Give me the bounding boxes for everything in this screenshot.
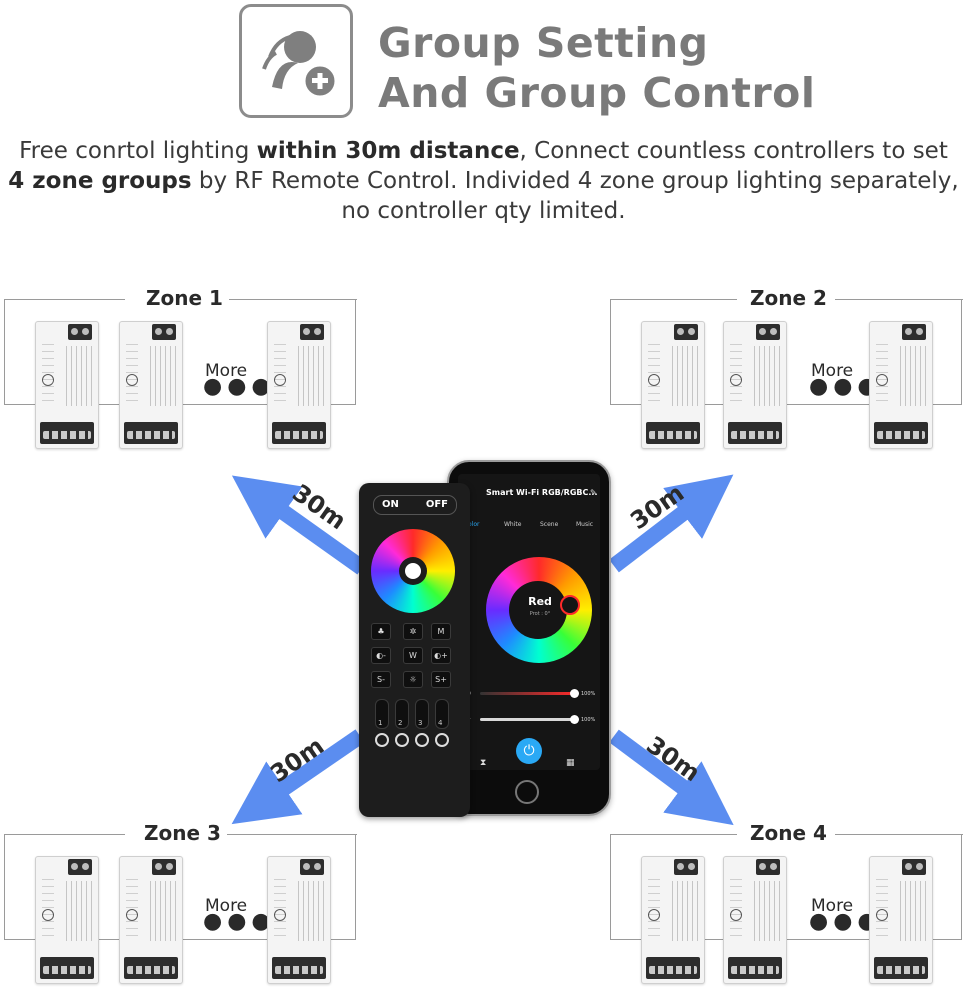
- brightness-slider[interactable]: [480, 692, 576, 695]
- zone-2-off-button[interactable]: [395, 733, 409, 747]
- controller-module: [35, 856, 99, 984]
- tab-scene[interactable]: Scene: [540, 521, 559, 528]
- zone-1-more: More: [205, 361, 248, 381]
- rf-remote: ON OFF ♣ ✲ M ◐- W ◐+ S- ☼ S+ 1 2 3 4: [359, 483, 470, 817]
- zone-3-on-button[interactable]: [415, 699, 429, 729]
- controller-module: [869, 856, 933, 984]
- zone-1-off-button[interactable]: [375, 733, 389, 747]
- wheel-center-button[interactable]: [405, 563, 421, 579]
- zone-3-off-button[interactable]: [415, 733, 429, 747]
- brightness-percent: 100%: [581, 691, 596, 697]
- zone-2-on-button[interactable]: [395, 699, 409, 729]
- zone-4-group: Zone 4 More ●●●: [610, 820, 963, 984]
- s-minus-button[interactable]: S-: [371, 671, 391, 688]
- brightness-knob[interactable]: [570, 689, 579, 698]
- desc-part-1: Free conrtol lighting: [19, 138, 257, 164]
- zone-3-more: More: [205, 896, 248, 916]
- ellipsis-icon: ●●●: [809, 909, 882, 934]
- mode-icon-button[interactable]: ♣: [371, 623, 391, 640]
- ellipsis-icon: ●●●: [203, 374, 276, 399]
- zone-4-on-button[interactable]: [435, 699, 449, 729]
- tab-white[interactable]: White: [504, 521, 522, 528]
- zone-3-group: Zone 3 More ●●●: [4, 820, 357, 984]
- zone-4-label: Zone 4: [744, 820, 833, 846]
- description: Free conrtol lighting within 30m distanc…: [0, 136, 967, 226]
- s-plus-button[interactable]: S+: [431, 671, 451, 688]
- brightness-up-button[interactable]: ◐+: [431, 647, 451, 664]
- desc-part-3: by RF Remote Control. Individed 4 zone g…: [191, 168, 959, 224]
- w-button[interactable]: W: [403, 647, 423, 664]
- smartphone: Smart Wi-Fi RGB/RGBC... olor White Scene…: [447, 460, 611, 816]
- desc-bold-1: within 30m distance: [256, 138, 520, 164]
- zone-2-more: More: [811, 361, 854, 381]
- title-line-2: And Group Control: [378, 69, 816, 117]
- controller-module: [119, 321, 183, 449]
- controller-module: [641, 856, 705, 984]
- power-button[interactable]: ⏻: [516, 738, 542, 764]
- controller-module: [723, 321, 787, 449]
- zone-3-label: Zone 3: [138, 820, 227, 846]
- color-wheel-center: [509, 581, 567, 639]
- zone-2-label: Zone 2: [744, 285, 833, 311]
- arrow-zone-4: [609, 729, 734, 826]
- ellipsis-icon: ●●●: [809, 374, 882, 399]
- group-logo: [239, 4, 353, 118]
- page-title: Group Setting And Group Control: [378, 18, 815, 118]
- controller-module: [869, 321, 933, 449]
- grid-icon[interactable]: ▦: [566, 758, 575, 768]
- edit-icon[interactable]: ✎: [590, 488, 597, 497]
- m-button[interactable]: M: [431, 623, 451, 640]
- zone-number-4: 4: [438, 719, 443, 727]
- zone-number-3: 3: [418, 719, 423, 727]
- controller-module: [723, 856, 787, 984]
- app-title: Smart Wi-Fi RGB/RGBC...: [486, 488, 598, 497]
- app-screen: Smart Wi-Fi RGB/RGBC... olor White Scene…: [458, 474, 600, 770]
- speed-knob[interactable]: [570, 715, 579, 724]
- speed-percent: 100%: [581, 717, 596, 723]
- brightness-down-button[interactable]: ◐-: [371, 647, 391, 664]
- zone-number-2: 2: [398, 719, 403, 727]
- zone-1-label: Zone 1: [140, 285, 229, 311]
- zone-4-off-button[interactable]: [435, 733, 449, 747]
- group-add-icon: [262, 31, 338, 99]
- zone-2-group: Zone 2 More ●●●: [610, 285, 963, 449]
- tab-color[interactable]: olor: [468, 521, 480, 528]
- off-button[interactable]: OFF: [425, 499, 448, 510]
- color-sub: Prot : 0°: [529, 611, 551, 617]
- controller-module: [267, 856, 331, 984]
- on-button[interactable]: ON: [382, 499, 399, 510]
- arrow-zone-1: [231, 475, 367, 575]
- color-picker-handle[interactable]: [560, 595, 580, 615]
- desc-part-2: , Connect countless controllers to set: [519, 138, 948, 164]
- arrow-zone-3: [231, 729, 365, 825]
- zone-number-1: 1: [378, 719, 383, 727]
- controller-module: [35, 321, 99, 449]
- sun-icon-button[interactable]: ☼: [403, 671, 423, 688]
- ellipsis-icon: ●●●: [203, 909, 276, 934]
- zone-4-more: More: [811, 896, 854, 916]
- controller-module: [267, 321, 331, 449]
- zone-1-on-button[interactable]: [375, 699, 389, 729]
- color-name: Red: [528, 595, 552, 608]
- on-off-bar: ON OFF: [373, 495, 457, 515]
- zone-1-group: Zone 1 More ●●●: [4, 285, 357, 449]
- controller-module: [119, 856, 183, 984]
- speed-slider[interactable]: [480, 718, 576, 721]
- speed-icon-button[interactable]: ✲: [403, 623, 423, 640]
- home-button[interactable]: [515, 780, 539, 804]
- title-line-1: Group Setting: [378, 19, 709, 67]
- desc-bold-2: 4 zone groups: [8, 168, 192, 194]
- tab-music[interactable]: Music: [576, 521, 594, 528]
- arrow-zone-2: [609, 474, 734, 573]
- controller-module: [641, 321, 705, 449]
- timer-icon[interactable]: ⧗: [480, 758, 487, 768]
